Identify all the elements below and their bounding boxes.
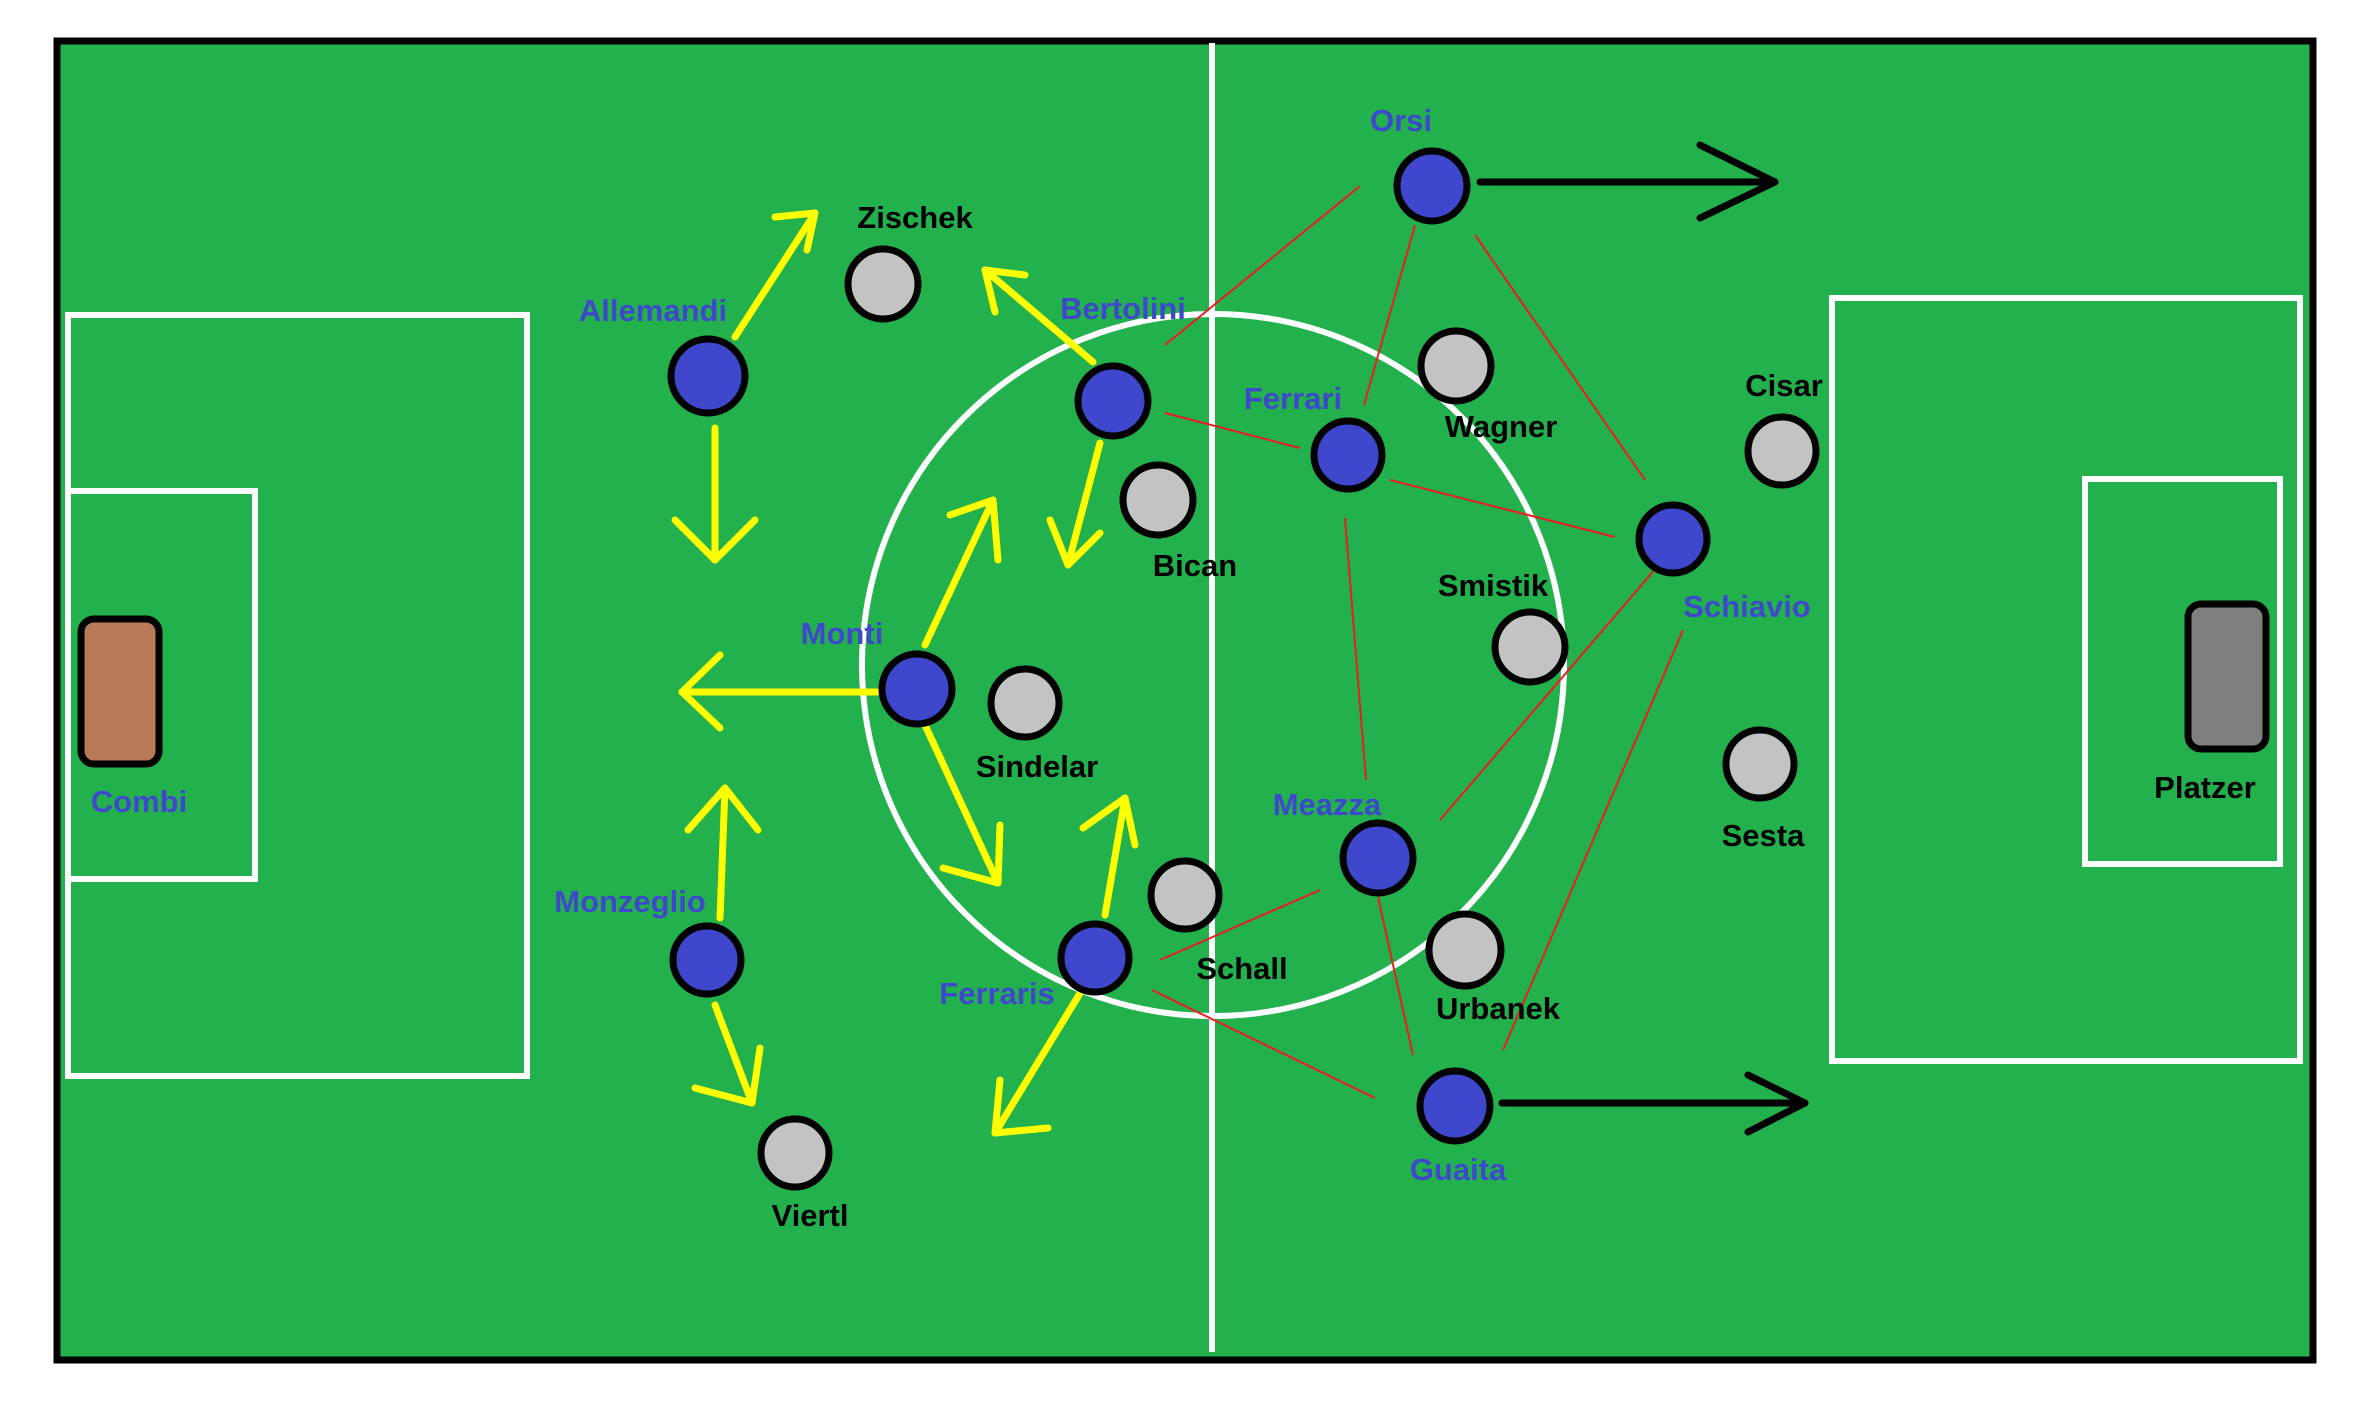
italy-players (667, 147, 1711, 1145)
link-orsi-bertolini (1164, 185, 1361, 346)
player-viertl (757, 1115, 833, 1191)
grass-area (53, 37, 2317, 1364)
link-ferraris-guaita (1151, 989, 1376, 1099)
goalkeeper-italy (77, 615, 163, 768)
arrow-orsi-attack (1476, 141, 1779, 222)
player-schall (1147, 857, 1223, 933)
player-zischek (844, 245, 922, 323)
link-ferrari-meazza (1344, 517, 1367, 781)
goalkeepers (77, 600, 2270, 768)
label-guaita: Guaita (1410, 1152, 1507, 1187)
player-urbanek (1425, 910, 1505, 990)
arrow-monti-forward (921, 496, 1002, 649)
label-urbanek: Urbanek (1436, 991, 1561, 1026)
link-orsi-ferrari (1363, 224, 1416, 406)
label-cisar: Cisar (1745, 368, 1823, 403)
link-ferrari-schiavio (1389, 479, 1616, 538)
link-orsi-schiavio (1474, 234, 1646, 481)
arrow-ferraris-forward (1079, 794, 1139, 919)
link-meazza-guaita (1377, 896, 1414, 1056)
player-wagner (1417, 327, 1495, 405)
austria-players (757, 245, 1820, 1191)
attack-arrows (1476, 141, 1809, 1136)
label-platzer: Platzer (2154, 770, 2256, 805)
arrow-monzeglio-forward (684, 784, 762, 922)
arrow-ferraris-back (991, 986, 1086, 1137)
player-monti (878, 650, 956, 728)
goalkeeper-austria (2184, 600, 2270, 753)
player-ferraris (1057, 920, 1133, 996)
player-sindelar (987, 665, 1063, 741)
player-schiavio (1635, 501, 1711, 577)
label-sindelar: Sindelar (976, 749, 1098, 784)
label-wagner: Wagner (1445, 409, 1558, 444)
label-ferraris: Ferraris (939, 976, 1054, 1011)
player-smistik (1491, 608, 1569, 686)
player-orsi (1393, 147, 1471, 225)
arrow-monti-back (678, 651, 881, 732)
link-schiavio-guaita (1502, 629, 1684, 1051)
label-schall: Schall (1196, 951, 1287, 986)
player-allemandi (667, 335, 749, 417)
player-sesta (1722, 726, 1798, 802)
label-monti: Monti (801, 616, 884, 651)
left-goal-area (65, 488, 258, 882)
label-smistik: Smistik (1438, 568, 1549, 603)
label-bertolini: Bertolini (1060, 291, 1186, 326)
label-orsi: Orsi (1370, 103, 1432, 138)
label-ferrari: Ferrari (1244, 381, 1342, 416)
player-bican (1119, 461, 1197, 539)
right-penalty-area (1829, 295, 2303, 1064)
arrow-monti-down (921, 721, 1004, 887)
label-allemandi: Allemandi (579, 293, 727, 328)
arrow-bertolini-forward (981, 266, 1097, 366)
label-viertl: Viertl (772, 1198, 849, 1233)
player-bertolini (1074, 362, 1152, 440)
label-meazza: Meazza (1273, 787, 1382, 822)
player-cisar (1744, 413, 1820, 489)
player-guaita (1416, 1067, 1494, 1145)
movement-arrows (671, 209, 1139, 1137)
right-goal-area (2082, 476, 2283, 867)
pitch-field (53, 37, 2317, 1364)
passing-links (1151, 185, 1684, 1099)
label-schiavio: Schiavio (1683, 589, 1811, 624)
label-zischek: Zischek (857, 200, 973, 235)
player-meazza (1339, 819, 1417, 897)
arrow-monzeglio-down (691, 1001, 764, 1107)
arrow-allemandi-back (671, 424, 759, 564)
arrow-bertolini-back (1046, 439, 1104, 569)
arrow-allemandi-forward (731, 209, 819, 341)
label-combi: Combi (91, 784, 187, 819)
link-bertolini-ferrari (1164, 412, 1301, 449)
arrow-guaita-attack (1498, 1071, 1809, 1136)
label-monzeglio: Monzeglio (554, 884, 706, 919)
label-sesta: Sesta (1722, 818, 1805, 853)
player-monzeglio (669, 922, 745, 998)
link-ferraris-meazza (1159, 889, 1321, 961)
player-labels: Zischek Wagner Cisar Bican Smistik Sinde… (91, 103, 2256, 1233)
label-bican: Bican (1153, 548, 1237, 583)
player-ferrari (1310, 417, 1386, 493)
link-schiavio-meazza (1439, 559, 1664, 821)
